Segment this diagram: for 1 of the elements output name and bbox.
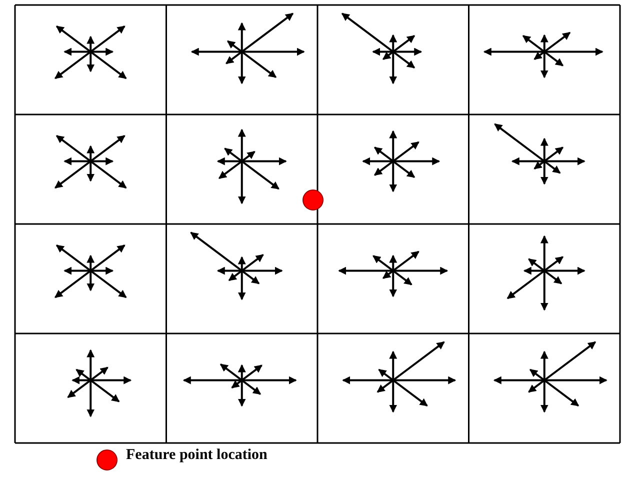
legend-label: Feature point location [126,446,268,465]
